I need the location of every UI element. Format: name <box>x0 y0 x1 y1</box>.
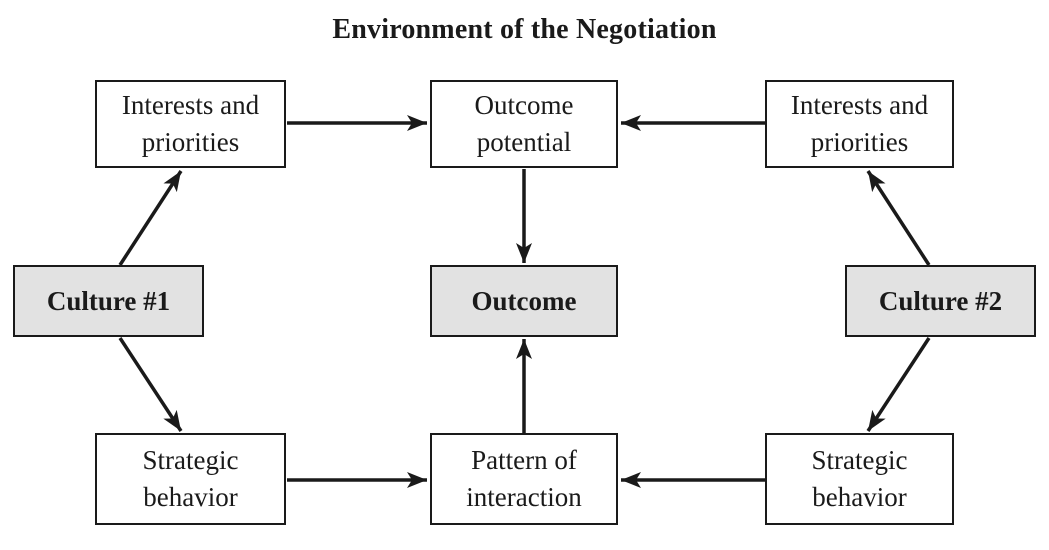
culture-2-box: Culture #2 <box>845 265 1036 337</box>
outcome-potential-box: Outcome potential <box>430 80 618 168</box>
arrow-culture1-to-strategic <box>118 337 183 432</box>
pattern-of-interaction-box: Pattern of interaction <box>430 433 618 525</box>
interests-priorities-right-box: Interests and priorities <box>765 80 954 168</box>
strategic-behavior-left-box: Strategic behavior <box>95 433 286 525</box>
interests-priorities-left-box: Interests and priorities <box>95 80 286 168</box>
arrow-culture2-to-interests <box>866 170 931 266</box>
strategic-behavior-right-box: Strategic behavior <box>765 433 954 525</box>
outcome-box: Outcome <box>430 265 618 337</box>
diagram-title: Environment of the Negotiation <box>332 14 717 45</box>
culture-1-box: Culture #1 <box>13 265 204 337</box>
arrow-culture1-to-interests <box>118 170 183 266</box>
arrow-culture2-to-strategic <box>866 337 931 432</box>
